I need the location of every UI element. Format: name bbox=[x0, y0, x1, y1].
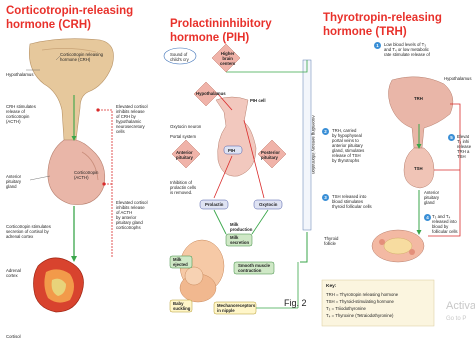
trh-label-anterior-pituitary: Anterior pituitary gland bbox=[424, 190, 439, 205]
pih-label-milk-secretion: Milk secretion bbox=[230, 235, 249, 245]
crh-label-cortisol: Cortisol bbox=[6, 334, 21, 339]
pih-label-oxytocin-neuron: Oxytocin neuron bbox=[170, 124, 201, 129]
pih-label-prolactin: Prolactin bbox=[205, 202, 223, 207]
pih-label-milk-production: Milk production bbox=[230, 222, 252, 232]
pih-label-posterior-pituitary: Posterior pituitary bbox=[261, 150, 280, 160]
crh-label-cortico-stimulates: Corticotropin stimulates secretion of co… bbox=[6, 224, 51, 239]
activation-watermark-line1: Activa bbox=[446, 300, 475, 312]
pih-label-baby-suckling: Baby suckling bbox=[173, 301, 190, 311]
trh-step3-badge: 3 bbox=[322, 194, 329, 201]
trh-label-thyroid-follicle: Thyroid follicle bbox=[324, 236, 338, 246]
pih-label-sound: Sound of child's cry bbox=[170, 52, 189, 62]
trh-key-title: Key: bbox=[326, 284, 336, 289]
crh-panel: Corticotropin-releasing hormone (CRH) Co… bbox=[0, 0, 158, 343]
pih-label-hypothalamus: Hypothalamus bbox=[196, 91, 226, 96]
pih-label-portal-system: Portal system bbox=[170, 134, 196, 139]
pih-label-milk-ejected: Milk ejected bbox=[173, 257, 188, 267]
pih-label-fig: Fig. 2 bbox=[284, 298, 307, 308]
trh-step4-text: T₃ and T₄ released into blood by follicu… bbox=[432, 214, 458, 234]
pih-label-anterior-pituitary: Anterior pituitary bbox=[176, 150, 193, 160]
trh-step1-text: Low blood levels of T₃ and T₄ or low met… bbox=[384, 42, 430, 57]
crh-label-corticotropin: Corticotropin (ACTH) bbox=[74, 170, 98, 180]
activation-watermark-line2: Go to P bbox=[446, 316, 466, 322]
trh-label-trh: TRH bbox=[414, 96, 423, 101]
crh-label-hormone: Corticotropin releasing hormone (CRH) bbox=[60, 52, 103, 62]
trh-label-hypothalamus: Hypothalamus bbox=[444, 76, 471, 81]
pih-label-pih-cell: PIH cell bbox=[250, 98, 266, 103]
trh-key-line: TSH = Thyroid-stimulating hormone bbox=[326, 299, 394, 304]
trh-step2-text: TRH, carried by hypophyseal portal veins… bbox=[332, 128, 364, 163]
trh-key-line: TRH = Thyrotropin releasing hormone bbox=[326, 292, 398, 297]
crh-label-anterior-pituitary: Anterior pituitary gland bbox=[6, 174, 21, 189]
pih-label-inhibition: Inhibition of prolactin cells is removed… bbox=[170, 180, 196, 195]
crh-label-adrenal-cortex: Adrenal cortex bbox=[6, 268, 21, 278]
trh-step4-badge: 4 bbox=[424, 214, 431, 221]
trh-step2-badge: 2 bbox=[322, 128, 329, 135]
crh-label-stimulates: CRH stimulates release of corticotropin … bbox=[6, 104, 36, 124]
pih-label-ascending: Ascending sensory information bbox=[311, 115, 316, 174]
trh-step3-text: TSH released into blood stimulates thyro… bbox=[332, 194, 372, 209]
crh-label-elevated-cortisol-1: Elevated cortisol inhibits release of CR… bbox=[116, 104, 148, 134]
trh-step5-text: Elevat T₃ inhi release TRH a TSH bbox=[457, 134, 471, 159]
pih-label-oxytocin: Oxytocin bbox=[259, 202, 277, 207]
pih-label-mechanoreceptors: Mechanoreceptors in nipple bbox=[217, 303, 255, 313]
trh-label-tsh: TSH bbox=[414, 166, 423, 171]
pih-label-smooth-muscle: Smooth muscle contraction bbox=[238, 263, 270, 273]
crh-label-hypothalamus: Hypothalamus bbox=[6, 72, 33, 77]
trh-key-line: T₄ = Thyroxine (Tetraiodothyronine) bbox=[326, 313, 393, 318]
trh-step1-badge: 1 bbox=[374, 42, 381, 49]
trh-panel: Thyrotropin-releasing hormone (TRH) 1 Lo… bbox=[320, 0, 475, 343]
trh-key-line: T₃ = Triiodothyronine bbox=[326, 306, 366, 311]
trh-step5-badge: 5 bbox=[448, 134, 455, 141]
pih-label-higher-brain: Higher brain centers bbox=[220, 51, 235, 66]
crh-label-elevated-cortisol-2: Elevated cortisol inhibits release of AC… bbox=[116, 200, 148, 230]
pih-label-pih: PIH bbox=[228, 148, 235, 153]
pih-panel: Prolactininhibitory hormone (PIH) bbox=[160, 0, 320, 343]
